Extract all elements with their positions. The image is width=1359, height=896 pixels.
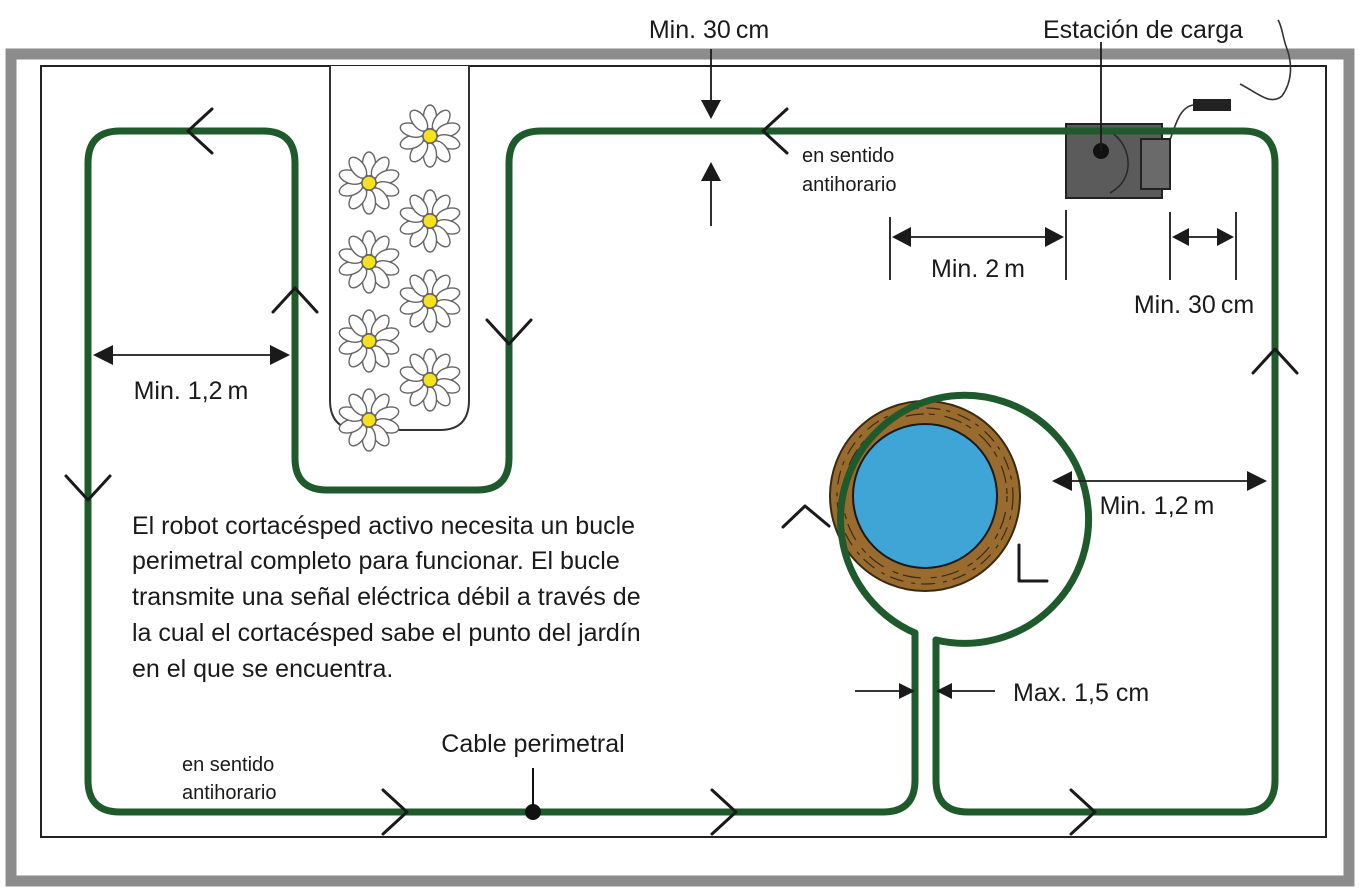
label-station-gap-right: Min. 30 cm xyxy=(1134,291,1254,319)
cable-marker-dot xyxy=(525,804,541,820)
description-line-3: transmite una señal eléctrica débil a tr… xyxy=(132,583,641,611)
description-line-4: la cual el cortacésped sabe el punto del… xyxy=(132,619,641,647)
dimension-lines xyxy=(93,42,1267,699)
garden-inner-border xyxy=(40,65,1327,838)
label-direction-top-line1: en sentido xyxy=(802,145,894,167)
description-line-1: El robot cortacésped activo necesita un … xyxy=(132,512,635,540)
label-direction-bottom-line2: antihorario xyxy=(182,782,277,804)
description-text: El robot cortacésped activo necesita un … xyxy=(132,512,641,683)
label-station-gap-left: Min. 2 m xyxy=(931,255,1025,283)
label-right-spacing: Min. 1,2 m xyxy=(1100,492,1215,520)
direction-chevrons xyxy=(64,107,1299,836)
charging-station xyxy=(1065,19,1292,199)
label-direction-top-line2: antihorario xyxy=(802,174,897,196)
label-cable: Cable perimetral xyxy=(441,730,624,758)
garden-outer-border xyxy=(5,48,1355,887)
label-direction-bottom-line1: en sentido xyxy=(182,754,274,776)
perimeter-wire xyxy=(84,127,1279,816)
label-wire-gap: Max. 1,5 cm xyxy=(1013,679,1149,707)
label-left-spacing: Min. 1,2 m xyxy=(134,377,249,405)
pond-water xyxy=(852,423,998,569)
label-top-spacing: Min. 30 cm xyxy=(649,16,769,44)
description-line-5: en el que se encuentra. xyxy=(132,655,393,683)
label-charging-station: Estación de carga xyxy=(1043,16,1243,44)
description-line-2: perimetral completo para funcionar. El b… xyxy=(132,547,620,575)
